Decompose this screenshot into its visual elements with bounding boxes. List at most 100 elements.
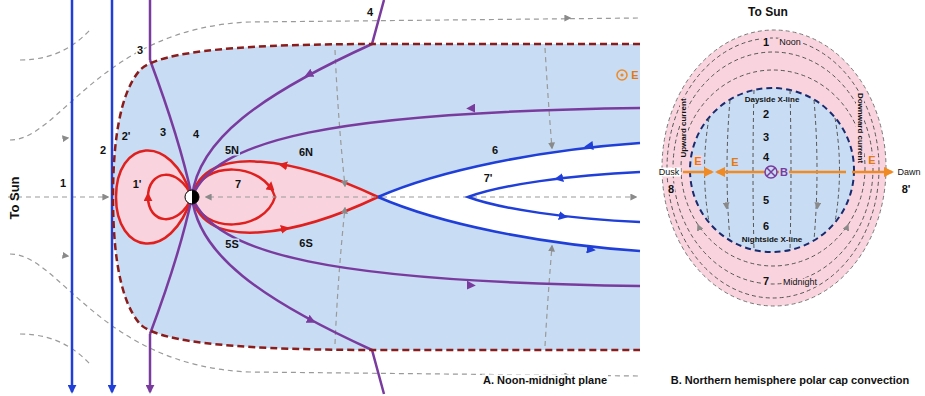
noon-midnight-panel-part [304, 317, 314, 322]
convection-streamlines-part [790, 90, 791, 250]
noon-midnight-panel [8, 0, 640, 394]
flow-lines-part [335, 208, 345, 344]
noon-midnight-panel-part [560, 18, 570, 19]
flow-lines [8, 18, 640, 376]
closed-field-region [116, 150, 192, 243]
current-label: Upward current [680, 97, 688, 158]
convection-streamlines-part [753, 90, 754, 250]
flow-lines-part [206, 196, 376, 197]
open-field-lines-part [149, 0, 152, 60]
noon-midnight-panel-part [306, 71, 316, 76]
polar-cap-panel [662, 30, 892, 306]
open-field-lines-part [150, 197, 192, 334]
callout-number: 2 [99, 145, 107, 156]
noon-midnight-panel-part [60, 255, 68, 256]
flow-lines-part [20, 334, 90, 364]
callout-number: 1' [132, 179, 143, 190]
noon-midnight-panel-part [464, 285, 474, 287]
callout-number: 3 [762, 132, 770, 143]
callout-number: 5 [762, 195, 770, 206]
callout-number: 3 [159, 127, 167, 138]
callout-number: 1 [762, 37, 770, 48]
electric-field-arrows-part [683, 171, 712, 174]
interplanetary-field-lines-part [111, 0, 114, 392]
convection-streamlines-part [667, 38, 879, 298]
convection-streamlines-part [727, 100, 730, 240]
direction-label: To Sun [747, 6, 789, 18]
earth-part [192, 190, 199, 204]
callout-number: 6S [298, 238, 313, 249]
flow-lines-part [335, 50, 345, 186]
callout-number: 4 [762, 152, 770, 163]
convection-streamlines-part [835, 118, 840, 222]
noon-midnight-panel-part [60, 138, 68, 139]
polar-cap-panel-part [845, 225, 848, 232]
open-field-lines-part [192, 197, 384, 394]
polar-cap-panel-part [698, 225, 701, 232]
field-symbol: B [779, 167, 789, 178]
earth-part [185, 190, 199, 204]
flow-lines-part [10, 18, 640, 140]
polar-cap-panel-part [817, 200, 819, 208]
noon-midnight-panel-part [468, 108, 478, 110]
interplanetary-field-lines-part [378, 143, 640, 197]
callout-number: 7 [762, 276, 770, 287]
polar-cap [690, 88, 854, 252]
interplanetary-field-lines-part [378, 197, 640, 251]
callout-number: 7' [483, 173, 494, 184]
panel-caption: B. Northern hemisphere polar cap convect… [670, 375, 910, 386]
flow-lines-part [20, 30, 90, 60]
callout-number: 6 [491, 145, 499, 156]
open-field-lines-part [192, 197, 640, 286]
direction-label: Midnight [782, 278, 818, 287]
noon-midnight-panel-part [148, 194, 149, 202]
open-field-lines-part [192, 108, 640, 197]
open-field-lines-part [192, 0, 384, 197]
flow-lines-part [545, 48, 552, 148]
field-symbol: E [730, 157, 739, 168]
noon-midnight-panel-part [280, 228, 288, 230]
interplanetary-field-lines-part [468, 172, 640, 222]
field-symbol: E [630, 70, 639, 81]
callout-number: 7 [234, 179, 242, 190]
convection-streamlines-part [814, 100, 817, 240]
polar-cap-panel-part [726, 200, 728, 208]
callout-number: 6 [762, 221, 770, 232]
out-of-page-symbol-part [617, 70, 627, 80]
boundary-label: Nightside X-line [741, 236, 803, 244]
direction-label: Noon [778, 38, 802, 47]
direction-label: Dawn [896, 168, 921, 177]
flow-lines-part [382, 196, 636, 197]
field-symbol: E [867, 155, 876, 166]
electric-field-arrows-part [852, 171, 892, 174]
noon-midnight-panel-part [584, 249, 594, 251]
noon-midnight-panel-part [556, 177, 566, 179]
noon-midnight-panel-part [270, 183, 271, 190]
callout-number: 1 [59, 178, 67, 189]
open-field-lines [150, 0, 640, 394]
convection-streamlines-part [681, 70, 865, 266]
plasma-sheet-region [378, 143, 640, 251]
boundary-label: Dayside X-line [744, 96, 801, 104]
into-page-symbol [765, 166, 777, 178]
callout-number: 4 [192, 129, 200, 140]
closed-field-region [192, 161, 378, 232]
callout-number: 8 [667, 184, 675, 195]
direction-label: To Sun [8, 175, 21, 220]
out-of-page-symbol-part [620, 73, 623, 76]
interplanetary-field-lines [72, 0, 640, 392]
convection-streamlines-part [673, 52, 873, 284]
flow-lines-part [8, 196, 108, 197]
noon-midnight-panel-part [586, 145, 596, 147]
flow-lines-part [10, 254, 640, 376]
auroral-oval [662, 30, 886, 306]
interplanetary-field-lines-part [71, 0, 74, 392]
convection-streamlines-part [705, 118, 710, 222]
out-of-page-symbol [617, 70, 627, 80]
direction-label: Dusk [658, 168, 681, 177]
open-field-lines-part [149, 334, 152, 392]
field-symbol: E [693, 156, 702, 167]
magnetosphere-region [113, 44, 640, 350]
